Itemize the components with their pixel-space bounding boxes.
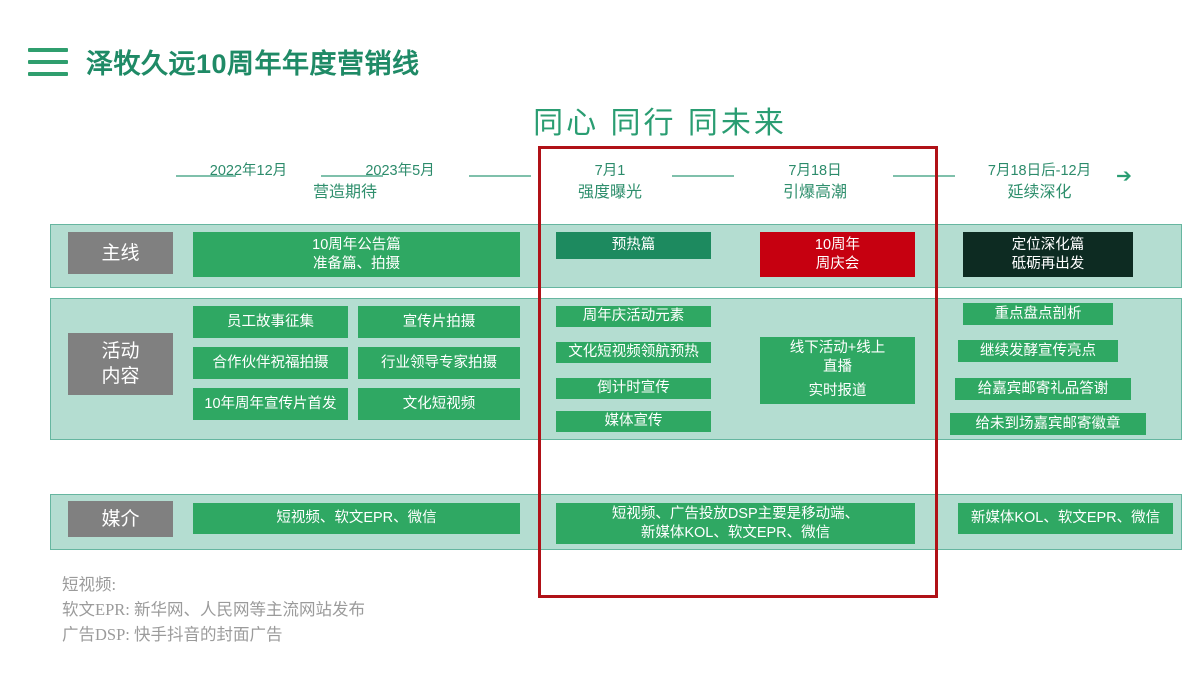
cell-mainline-3[interactable]: 10周年周庆会 bbox=[760, 232, 915, 277]
cell-activity-c2-1[interactable]: 宣传片拍摄 bbox=[358, 306, 520, 338]
cell-media-1[interactable]: 短视频、软文EPR、微信 bbox=[193, 503, 520, 534]
cell-mainline-2[interactable]: 预热篇 bbox=[556, 232, 711, 259]
timeline-point-2[interactable]: 2023年5月 bbox=[365, 163, 435, 179]
cell-activity-c2-3[interactable]: 文化短视频 bbox=[358, 388, 520, 420]
arrow-right-icon: ➔ bbox=[1116, 166, 1132, 187]
timeline: 2022年12月 2023年5月 营造期待 7月1 强度曝光 7月18日 引爆高… bbox=[0, 162, 1200, 214]
cell-mainline-1[interactable]: 10周年公告篇准备篇、拍摄 bbox=[193, 232, 520, 277]
timeline-segment bbox=[469, 175, 531, 177]
cell-activity-c1-3[interactable]: 10年周年宣传片首发 bbox=[193, 388, 348, 420]
timeline-segment bbox=[321, 175, 383, 177]
cell-activity-c4-1[interactable]: 线下活动+线上直播 bbox=[760, 337, 915, 379]
timeline-point-4[interactable]: 7月18日 引爆高潮 bbox=[782, 163, 847, 201]
cell-activity-c4-2[interactable]: 实时报道 bbox=[760, 378, 915, 404]
row-label-activities: 活动内容 bbox=[68, 333, 173, 395]
cell-activity-c5-2[interactable]: 继续发酵宣传亮点 bbox=[958, 340, 1118, 362]
cell-mainline-4[interactable]: 定位深化篇砥砺再出发 bbox=[963, 232, 1133, 277]
timeline-point-1[interactable]: 2022年12月 bbox=[209, 163, 288, 179]
timeline-point-3[interactable]: 7月1 强度曝光 bbox=[577, 163, 642, 201]
cell-activity-c5-1[interactable]: 重点盘点剖析 bbox=[963, 303, 1113, 325]
slogan-text: 同心 同行 同未来 bbox=[533, 107, 787, 140]
cell-activity-c3-3[interactable]: 倒计时宣传 bbox=[556, 378, 711, 399]
cell-activity-c2-2[interactable]: 行业领导专家拍摄 bbox=[358, 347, 520, 379]
row-label-media: 媒介 bbox=[68, 501, 173, 537]
row-label-mainline: 主线 bbox=[68, 232, 173, 274]
cell-media-3[interactable]: 新媒体KOL、软文EPR、微信 bbox=[958, 503, 1173, 534]
footer-notes: 短视频: 软文EPR: 新华网、人民网等主流网站发布 广告DSP: 快手抖音的封… bbox=[62, 575, 365, 644]
hamburger-icon[interactable] bbox=[28, 47, 68, 76]
page-title: 泽牧久远10周年年度营销线 bbox=[86, 49, 420, 79]
cell-activity-c1-1[interactable]: 员工故事征集 bbox=[193, 306, 348, 338]
cell-activity-c5-4[interactable]: 给未到场嘉宾邮寄徽章 bbox=[950, 413, 1146, 435]
cell-activity-c1-2[interactable]: 合作伙伴祝福拍摄 bbox=[193, 347, 348, 379]
timeline-point-5[interactable]: 7月18日后-12月 延续深化 bbox=[987, 163, 1092, 201]
header: 泽牧久远10周年年度营销线 bbox=[28, 42, 420, 81]
timeline-phase-1: 营造期待 bbox=[312, 184, 377, 201]
cell-activity-c3-4[interactable]: 媒体宣传 bbox=[556, 411, 711, 432]
timeline-segment bbox=[893, 175, 955, 177]
cell-media-2[interactable]: 短视频、广告投放DSP主要是移动端、新媒体KOL、软文EPR、微信 bbox=[556, 503, 915, 544]
cell-activity-c3-2[interactable]: 文化短视频领航预热 bbox=[556, 342, 711, 363]
timeline-segment bbox=[672, 175, 734, 177]
cell-activity-c5-3[interactable]: 给嘉宾邮寄礼品答谢 bbox=[955, 378, 1131, 400]
timeline-segment bbox=[176, 175, 236, 177]
cell-activity-c3-1[interactable]: 周年庆活动元素 bbox=[556, 306, 711, 327]
